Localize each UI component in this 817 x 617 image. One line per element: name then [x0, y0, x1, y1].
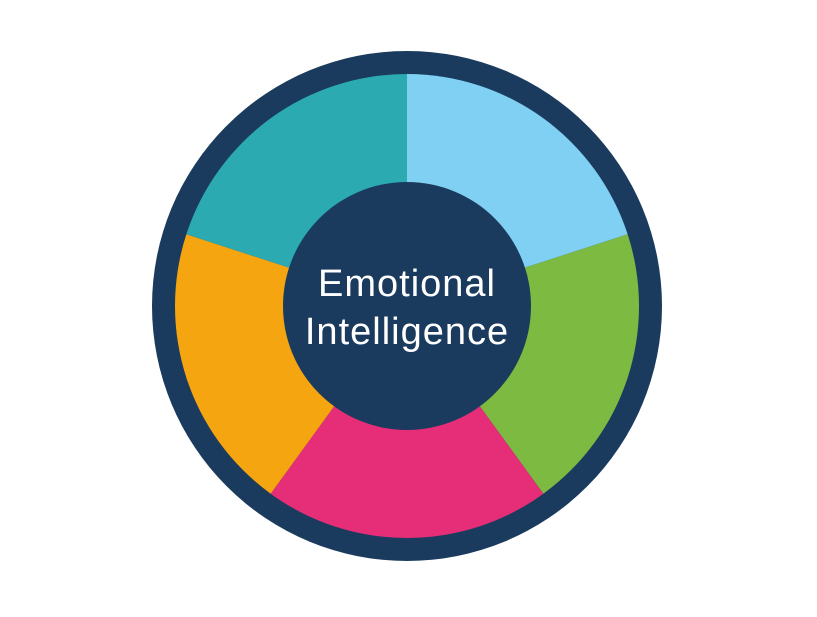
- center-circle: [283, 182, 531, 430]
